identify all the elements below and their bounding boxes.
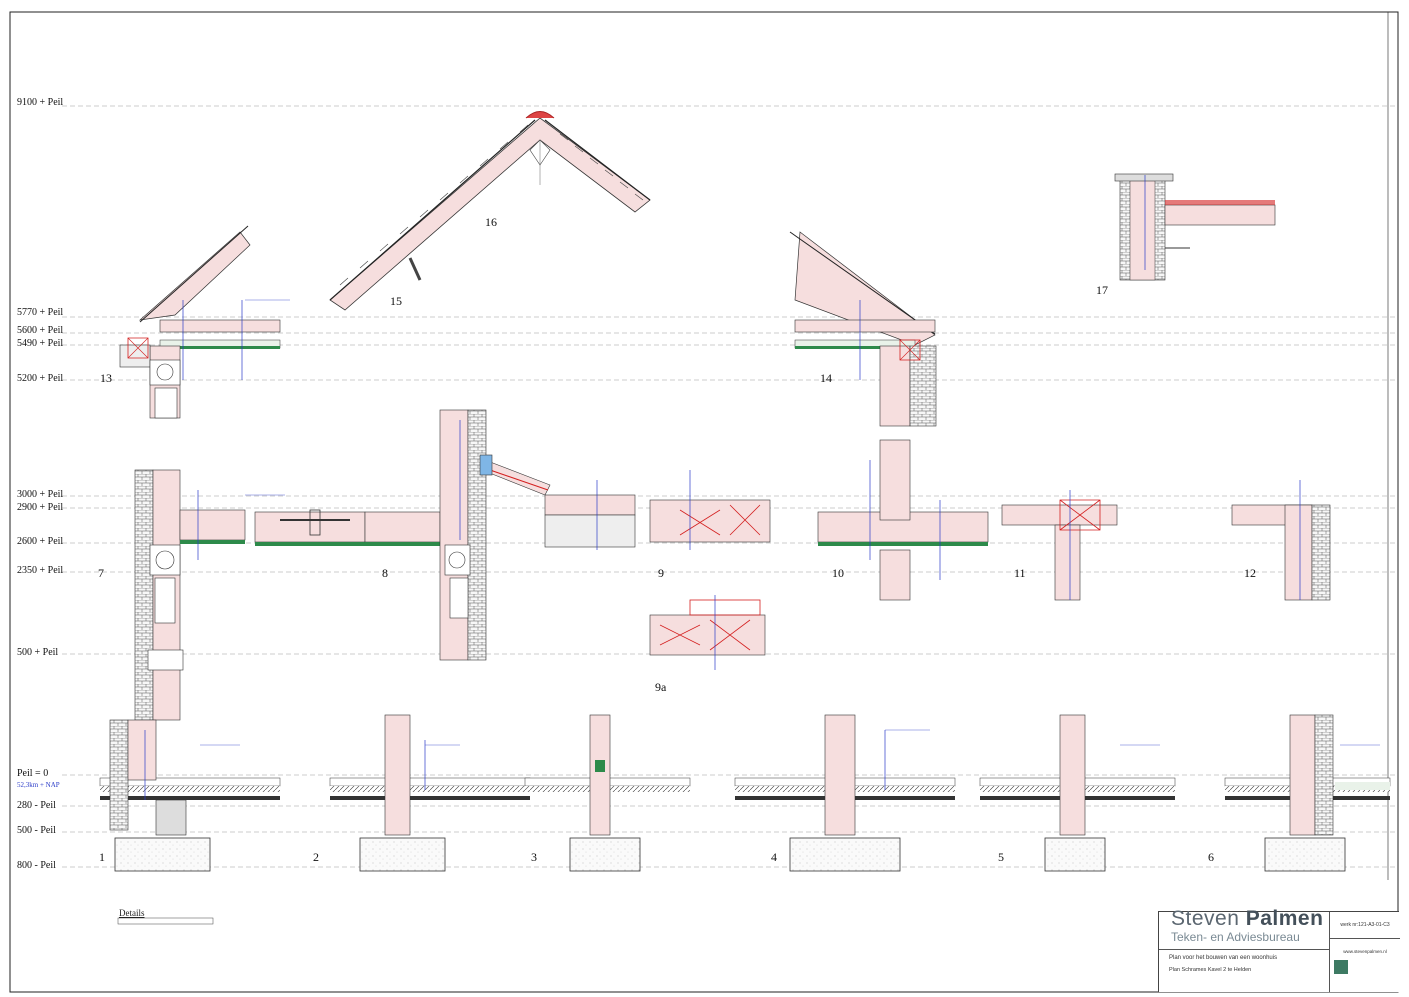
detail-number-6: 6 xyxy=(1208,850,1214,864)
level-label-2350: 2350 + Peil xyxy=(17,565,64,576)
website: www.stevenpalmen.nl xyxy=(1343,949,1387,954)
detail-parapet xyxy=(1114,173,1276,281)
level-label-5490: 5490 + Peil xyxy=(17,338,64,349)
level-label-280-minus: 280 - Peil xyxy=(17,800,56,811)
project-title: Plan voor het bouwen van een woonhuis xyxy=(1169,955,1278,961)
detail-11 xyxy=(1001,490,1118,601)
detail-roof-ridge xyxy=(329,111,651,311)
brand-last-name: Palmen xyxy=(1245,907,1324,930)
detail-10 xyxy=(817,439,989,601)
level-label-500-plus: 500 + Peil xyxy=(17,647,59,658)
detail-number-15: 15 xyxy=(390,294,402,308)
project-location: Plan Schrames Kavel 2 te Helden xyxy=(1169,967,1252,973)
detail-number-9a: 9a xyxy=(655,680,667,694)
detail-9 xyxy=(544,470,771,550)
detail-number-11: 11 xyxy=(1014,566,1026,580)
level-label-3000: 3000 + Peil xyxy=(17,489,64,500)
level-label-500-minus: 500 - Peil xyxy=(17,825,56,836)
detail-number-13: 13 xyxy=(100,371,112,385)
level-label-nap: 52,3km + NAP xyxy=(17,781,60,789)
detail-eaves-right xyxy=(789,231,937,427)
level-label-2900: 2900 + Peil xyxy=(17,502,64,513)
detail-number-1: 1 xyxy=(99,850,105,864)
foundation-details xyxy=(99,714,1391,872)
sheet-border xyxy=(9,11,1399,993)
level-label-2600: 2600 + Peil xyxy=(17,536,64,547)
detail-number-14: 14 xyxy=(820,371,832,385)
level-label-5770: 5770 + Peil xyxy=(17,307,64,318)
brand-subtitle: Teken- en Adviesbureau xyxy=(1171,930,1300,944)
level-label-peil: Peil = 0 xyxy=(17,768,49,779)
detail-8 xyxy=(254,409,487,661)
detail-number-10: 10 xyxy=(832,566,844,580)
brand-first-name: Steven xyxy=(1171,907,1240,930)
level-label-5600: 5600 + Peil xyxy=(17,325,64,336)
level-label-5200: 5200 + Peil xyxy=(17,373,64,384)
detail-number-2: 2 xyxy=(313,850,319,864)
detail-number-8: 8 xyxy=(382,566,388,580)
brand-name: Steven Palmen xyxy=(1171,907,1323,931)
detail-skylight xyxy=(479,454,551,496)
detail-12 xyxy=(1231,480,1331,601)
title-divider xyxy=(1159,949,1329,950)
annotation-leaders xyxy=(200,299,1380,746)
level-label-800-minus: 800 - Peil xyxy=(17,860,56,871)
detail-number-5: 5 xyxy=(998,850,1004,864)
detail-number-12: 12 xyxy=(1244,566,1256,580)
detail-number-16: 16 xyxy=(485,215,497,229)
work-number: werk nr:121-A3-01-C3 xyxy=(1330,912,1400,939)
title-block: Steven Palmen Teken- en Adviesbureau Pla… xyxy=(1158,907,1400,992)
detail-number-7: 7 xyxy=(98,566,104,580)
level-label-9100: 9100 + Peil xyxy=(17,97,64,108)
detail-9a xyxy=(649,595,766,670)
title-block-right: werk nr:121-A3-01-C3 www.stevenpalmen.nl xyxy=(1329,912,1400,992)
logo-icon xyxy=(1334,960,1348,974)
detail-number-3: 3 xyxy=(531,850,537,864)
details-title: Details xyxy=(119,908,145,918)
detail-7 xyxy=(134,469,246,721)
detail-number-17: 17 xyxy=(1096,283,1108,297)
detail-eaves-left xyxy=(119,225,281,419)
detail-number-4: 4 xyxy=(771,850,777,864)
detail-number-9: 9 xyxy=(658,566,664,580)
